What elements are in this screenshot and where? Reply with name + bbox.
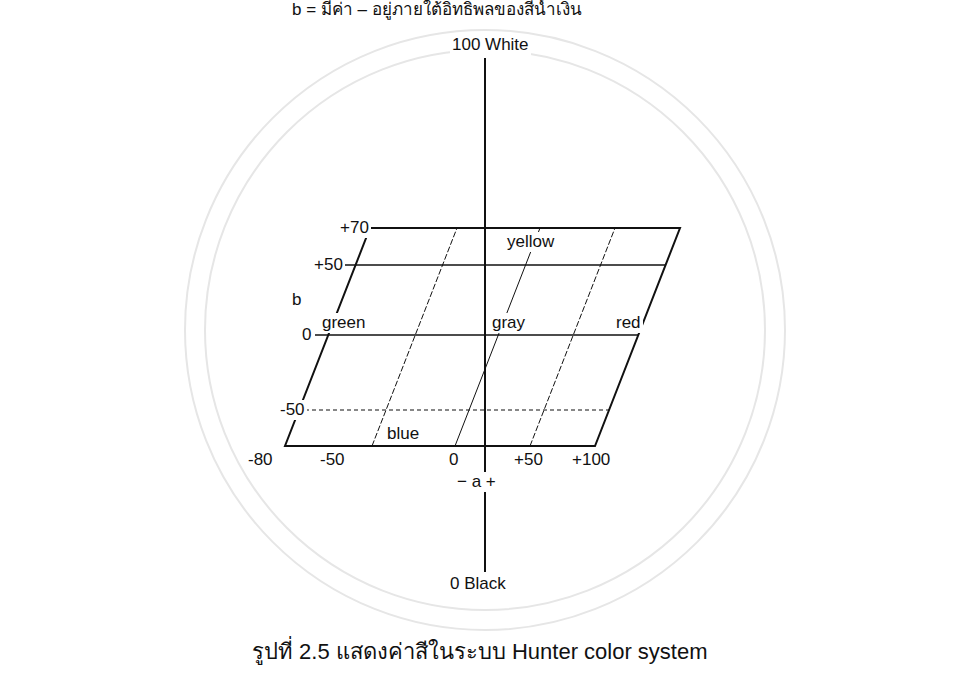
axis-end-label: 0 Black (448, 574, 508, 594)
heading-note: b = มีค่า – อยู่ภายใต้อิทธิพลของสีน้ำเงิ… (290, 0, 584, 20)
plane-grid (285, 58, 680, 572)
tick-number: +50 (512, 450, 545, 470)
color-name: gray (490, 313, 527, 333)
tick-number: -80 (246, 450, 275, 470)
color-name: green (320, 313, 367, 333)
tick-number: +100 (570, 450, 612, 470)
figure-caption: รูปที่ 2.5 แสดงค่าสีในระบบ Hunter color … (249, 638, 711, 666)
watermark (185, 30, 785, 630)
color-plane (285, 228, 680, 446)
axis-name: b (290, 290, 303, 310)
axis-end-label: 100 White (450, 35, 531, 55)
lightness-axis (484, 58, 486, 572)
grid-line (338, 264, 665, 266)
tick-number: +50 (312, 255, 345, 275)
tick-number: -50 (318, 450, 347, 470)
grid-line (530, 228, 615, 446)
axis-name: − a + (455, 472, 498, 492)
tick-number: 0 (300, 325, 313, 345)
grid-line (455, 228, 540, 446)
color-name: yellow (505, 232, 556, 252)
color-name: blue (385, 424, 421, 444)
grid-line (305, 409, 609, 410)
tick-number: +70 (338, 218, 371, 238)
color-name: red (614, 313, 643, 333)
grid-line (315, 334, 638, 336)
tick-number: -50 (278, 400, 307, 420)
tick-number: 0 (447, 450, 460, 470)
grid-line (372, 228, 457, 446)
